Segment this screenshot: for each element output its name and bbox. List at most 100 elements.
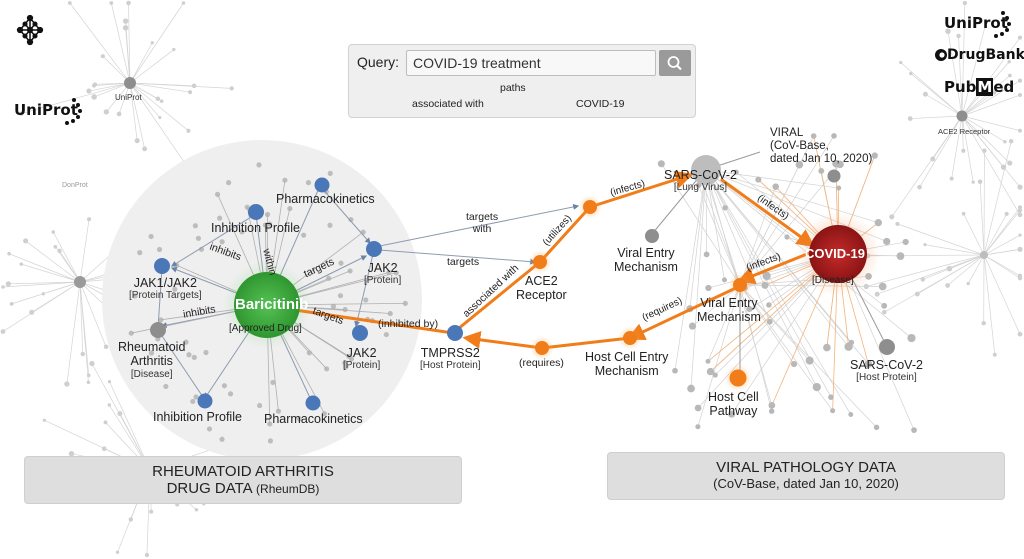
background-link xyxy=(897,223,985,256)
background-dot xyxy=(1004,211,1009,216)
virus-cluster-dot xyxy=(733,169,739,175)
virus-cluster-dot xyxy=(705,284,712,292)
virus-link xyxy=(705,169,852,415)
background-link xyxy=(93,82,131,86)
background-dot xyxy=(86,88,92,94)
background-dot xyxy=(172,47,176,52)
search-button[interactable] xyxy=(659,50,691,76)
background-link xyxy=(79,281,107,347)
background-link xyxy=(79,281,89,383)
background-link xyxy=(983,254,1021,335)
uniprot-small-label: UniProt xyxy=(115,93,142,102)
background-dot xyxy=(977,179,983,185)
background-link xyxy=(129,82,161,118)
background-dot xyxy=(992,352,997,357)
drug-cluster-dot xyxy=(264,211,271,218)
background-dot xyxy=(107,380,112,384)
background-dot xyxy=(1017,35,1023,40)
drug-cluster-dot xyxy=(193,394,199,400)
virus-cluster-dot xyxy=(695,182,702,189)
background-link xyxy=(961,115,974,183)
background-dot xyxy=(949,176,954,181)
drug-cluster-dot xyxy=(305,179,312,186)
drug-cluster-dot xyxy=(262,222,268,228)
background-link xyxy=(961,115,1021,216)
background-dot xyxy=(1017,184,1023,190)
drug-cluster-dot xyxy=(327,222,333,228)
background-dot xyxy=(966,281,970,286)
background-link xyxy=(967,254,985,284)
legend-associated: associated with xyxy=(412,98,484,110)
drug-cluster-dot xyxy=(217,215,223,221)
drug-cluster-dot xyxy=(219,239,225,245)
tmprss2-label: TMPRSS2[Host Protein] xyxy=(420,346,481,372)
background-dot xyxy=(1017,208,1023,213)
background-dot xyxy=(1,285,5,289)
virus-link xyxy=(700,176,741,286)
background-dot xyxy=(67,1,72,5)
uniprot-dots-icon xyxy=(65,11,1011,125)
background-link xyxy=(79,219,90,283)
background-link xyxy=(979,181,985,256)
right-panel-subtitle: (CoV-Base, dated Jan 10, 2020) xyxy=(713,476,899,491)
background-link xyxy=(129,82,138,141)
pharmacokinetics-top-label: Pharmacokinetics xyxy=(276,192,375,206)
background-dot xyxy=(882,309,887,315)
background-dot xyxy=(53,244,58,249)
virus-cluster-dot xyxy=(831,133,837,139)
network-logo-icon xyxy=(16,14,44,46)
background-dot xyxy=(1003,139,1007,144)
background-link xyxy=(961,2,966,117)
drug-cluster-dot xyxy=(383,331,389,338)
drug-cluster-dot xyxy=(327,170,333,176)
drug-cluster-dot xyxy=(301,232,307,238)
covid19-node xyxy=(809,225,867,283)
background-dot xyxy=(920,277,926,282)
legend-target: COVID-19 xyxy=(576,98,625,110)
virus-link xyxy=(705,169,852,343)
background-dot xyxy=(19,111,24,116)
viral-source-node xyxy=(827,169,841,183)
donprot-label: DonProt xyxy=(62,182,88,189)
query-input[interactable] xyxy=(406,50,656,76)
jak2-upper-node xyxy=(366,241,382,257)
host-cell-pathway-label: Host Cell Pathway xyxy=(708,390,759,419)
covid19-type: [Disease] xyxy=(812,275,854,286)
virus-cluster-dot xyxy=(902,238,909,246)
virus-cluster-dot xyxy=(772,183,779,190)
virus-link xyxy=(707,284,741,362)
background-link xyxy=(128,2,131,84)
drug-cluster-dot xyxy=(221,383,228,389)
background-dot xyxy=(982,148,987,153)
jak2-lower-node xyxy=(352,325,368,341)
background-link xyxy=(109,381,151,471)
background-dot xyxy=(907,116,913,121)
background-dot xyxy=(103,109,109,115)
background-link xyxy=(919,115,963,188)
virus-link xyxy=(674,169,707,371)
edge-targets-3: targets xyxy=(447,256,480,268)
background-dot xyxy=(1017,331,1023,337)
virus-cluster-dot xyxy=(728,410,736,418)
sars-cov2-host-node xyxy=(879,339,895,355)
background-dot xyxy=(1007,60,1011,64)
background-dot xyxy=(64,381,70,387)
background-link xyxy=(129,42,153,84)
viral-entry-grey-label: Viral Entry Mechanism xyxy=(614,246,678,275)
background-link xyxy=(900,62,963,117)
requires-node xyxy=(535,341,549,355)
background-link xyxy=(983,213,1007,256)
left-data-panel: RHEUMATOID ARTHRITIS DRUG DATA (RheumDB) xyxy=(24,456,462,504)
ace2-label: ACE2 Receptor xyxy=(516,274,567,303)
virus-cluster-dot xyxy=(768,408,775,414)
background-dot xyxy=(956,33,961,39)
ace2-receptor-label: ACE2 Receptor xyxy=(938,127,991,136)
virus-cluster-dot xyxy=(703,251,710,258)
virus-link xyxy=(705,169,839,189)
virus-cluster-dot xyxy=(881,302,888,309)
background-dot xyxy=(229,86,234,91)
virus-cluster-dot xyxy=(688,322,697,330)
virus-cluster-dot xyxy=(836,185,842,191)
background-dot xyxy=(9,301,14,306)
background-link xyxy=(877,254,985,295)
